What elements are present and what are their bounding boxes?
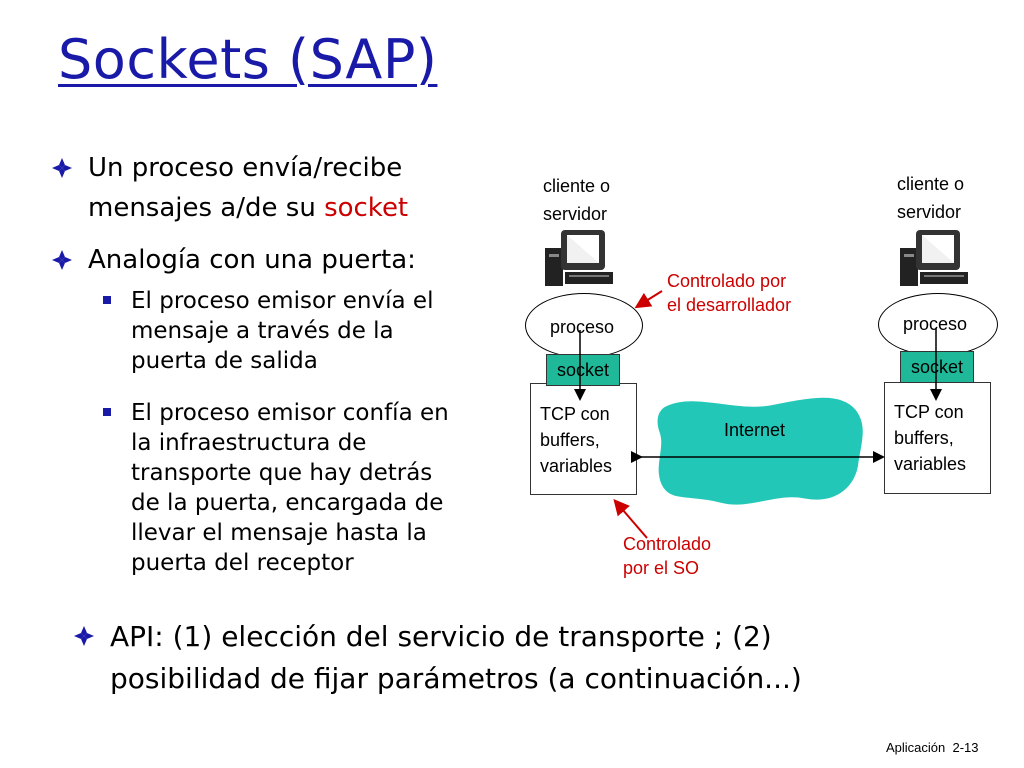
- bullet-text: API: (1) elección del servicio de transp…: [110, 620, 772, 653]
- tcp-label-line: buffers,: [540, 430, 600, 450]
- tcp-label-line: variables: [894, 454, 967, 474]
- red-label-line: Controlado por: [667, 271, 787, 291]
- left-socket-box: socket: [546, 354, 620, 386]
- diamond-bullet-icon: [52, 158, 72, 178]
- square-bullet-icon: [103, 296, 111, 304]
- host-label-line: servidor: [897, 202, 962, 222]
- subbullet-line: de la puerta, encargada de: [131, 490, 444, 516]
- red-label-line: el desarrollador: [667, 295, 792, 315]
- red-label-line: Controlado: [623, 534, 712, 554]
- footer-section: Aplicación: [886, 740, 946, 755]
- developer-controlled-label: Controlado por el desarrollador: [667, 269, 791, 317]
- right-process-ellipse: proceso: [878, 293, 998, 356]
- host-label-line: cliente o: [543, 176, 611, 196]
- bullet-analogy: Analogía con una puerta:: [52, 240, 492, 280]
- os-pointer-arrow: [613, 498, 648, 539]
- internet-cloud: [657, 397, 863, 505]
- bullet-text: posibilidad de fijar parámetros (a conti…: [110, 662, 802, 695]
- process-label: proceso: [903, 314, 968, 334]
- subbullet-line: puerta del receptor: [131, 550, 354, 576]
- diamond-bullet-icon: [74, 626, 94, 646]
- os-controlled-label: Controlado por el SO: [623, 532, 711, 580]
- left-computer-icon: [545, 230, 613, 286]
- footer-page-number: 2-13: [952, 740, 979, 755]
- bullet-socket: Un proceso envía/recibe mensajes a/de su…: [52, 148, 492, 228]
- bullet-text: mensajes a/de su: [88, 193, 325, 223]
- diagram-lines: [574, 290, 942, 539]
- internet-label: Internet: [724, 420, 786, 440]
- left-process-ellipse: proceso: [525, 293, 643, 358]
- subbullet-line: puerta de salida: [131, 348, 318, 374]
- dev-pointer-arrow: [634, 290, 663, 309]
- subbullet-line: transporte que hay detrás: [131, 460, 433, 486]
- right-computer-icon: [900, 230, 968, 286]
- subbullet-line: El proceso emisor envía el: [131, 288, 434, 314]
- subbullet-sender: El proceso emisor envía el mensaje a tra…: [103, 286, 503, 376]
- bullet-text: Analogía con una puerta:: [88, 245, 416, 275]
- subbullet-trust: El proceso emisor confía en la infraestr…: [103, 398, 503, 578]
- subbullet-line: llevar el mensaje hasta la: [131, 520, 427, 546]
- tcp-label-line: variables: [540, 456, 613, 476]
- left-host-label: cliente o servidor: [543, 172, 610, 228]
- footer: Aplicación 2-13: [886, 740, 979, 755]
- socket-highlight: socket: [324, 193, 409, 223]
- diamond-bullet-icon: [52, 250, 72, 270]
- tcp-label-line: TCP con: [894, 402, 964, 422]
- process-label: proceso: [550, 317, 615, 337]
- red-label-line: por el SO: [623, 558, 700, 578]
- subbullet-line: El proceso emisor confía en: [131, 400, 449, 426]
- right-host-label: cliente o servidor: [897, 170, 964, 226]
- subbullet-line: la infraestructura de: [131, 430, 367, 456]
- page-title: Sockets (SAP): [58, 28, 438, 91]
- square-bullet-icon: [103, 408, 111, 416]
- bullet-text: Un proceso envía/recibe: [88, 153, 403, 183]
- subbullet-line: mensaje a través de la: [131, 318, 394, 344]
- tcp-label-line: buffers,: [894, 428, 954, 448]
- bullet-api: API: (1) elección del servicio de transp…: [74, 616, 974, 700]
- host-label-line: servidor: [543, 204, 608, 224]
- host-label-line: cliente o: [897, 174, 965, 194]
- left-tcp-box: TCP con buffers, variables: [530, 383, 637, 495]
- right-socket-box: socket: [900, 351, 974, 383]
- tcp-label-line: TCP con: [540, 404, 610, 424]
